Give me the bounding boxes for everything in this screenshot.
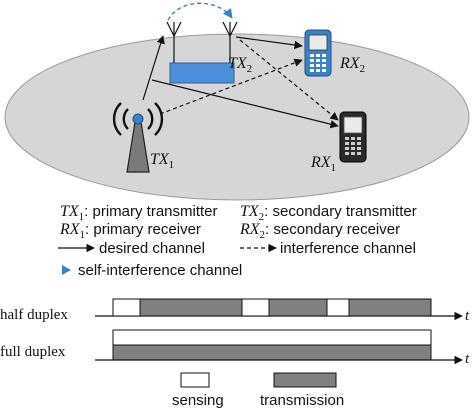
slot-legend: sensing transmission [172, 372, 344, 409]
half-duplex-transmission-slot [268, 298, 328, 317]
self-interference-arc [167, 2, 233, 21]
legend: TX1: primary transmitter TX2: secondary … [58, 203, 417, 279]
tx1-label: TX1 [150, 151, 174, 171]
legend-desired: desired channel [99, 240, 205, 257]
sensing-legend-label: sensing [172, 392, 224, 409]
half-duplex-label: half duplex [0, 307, 68, 323]
half-duplex-sensing-slot [112, 298, 141, 317]
legend-tx2: TX2: secondary transmitter [240, 203, 417, 223]
legend-tx1: TX1: primary transmitter [60, 203, 218, 223]
legend-rx2: RX2: secondary receiver [239, 221, 400, 241]
tx2-base-station-icon [166, 21, 238, 84]
interference-channel-tx1-rx2 [159, 58, 303, 115]
tx1-tower-icon [112, 102, 164, 173]
transmission-legend-swatch [273, 372, 337, 388]
interference-channel-tx2-rx1 [239, 39, 339, 121]
half-duplex-sensing-slot [241, 298, 270, 317]
full-duplex-time-symbol: t [465, 351, 470, 367]
half-duplex-time-symbol: t [465, 308, 470, 324]
desired-channel-tx1-rx1 [151, 79, 339, 129]
desired-channel-tx2-rx2 [235, 36, 303, 50]
full-duplex-sensing-bar [112, 329, 432, 346]
rx1-phone-icon [339, 111, 367, 163]
legend-self-interference: self-interference channel [78, 262, 242, 279]
half-duplex-sensing-slot [326, 298, 350, 317]
full-duplex-transmission-bar [112, 344, 432, 361]
self-interference-legend-marker [62, 265, 71, 275]
half-duplex-transmission-slot [348, 298, 432, 317]
tx2-label: TX2 [228, 55, 252, 75]
half-duplex-transmission-slot [139, 298, 243, 317]
full-duplex-timeline: full duplex t [0, 329, 470, 367]
full-duplex-label: full duplex [0, 344, 66, 360]
half-duplex-timeline: half duplex t [0, 298, 470, 324]
legend-rx1: RX1: primary receiver [59, 221, 201, 241]
rx2-label: RX2 [339, 55, 365, 75]
transmission-legend-label: transmission [260, 392, 344, 409]
tx1-to-tx2-arrow [142, 35, 165, 101]
rx2-phone-icon [304, 29, 332, 77]
rx1-label: RX1 [310, 154, 336, 174]
legend-interference: interference channel [280, 240, 416, 257]
sensing-legend-swatch [180, 372, 210, 388]
